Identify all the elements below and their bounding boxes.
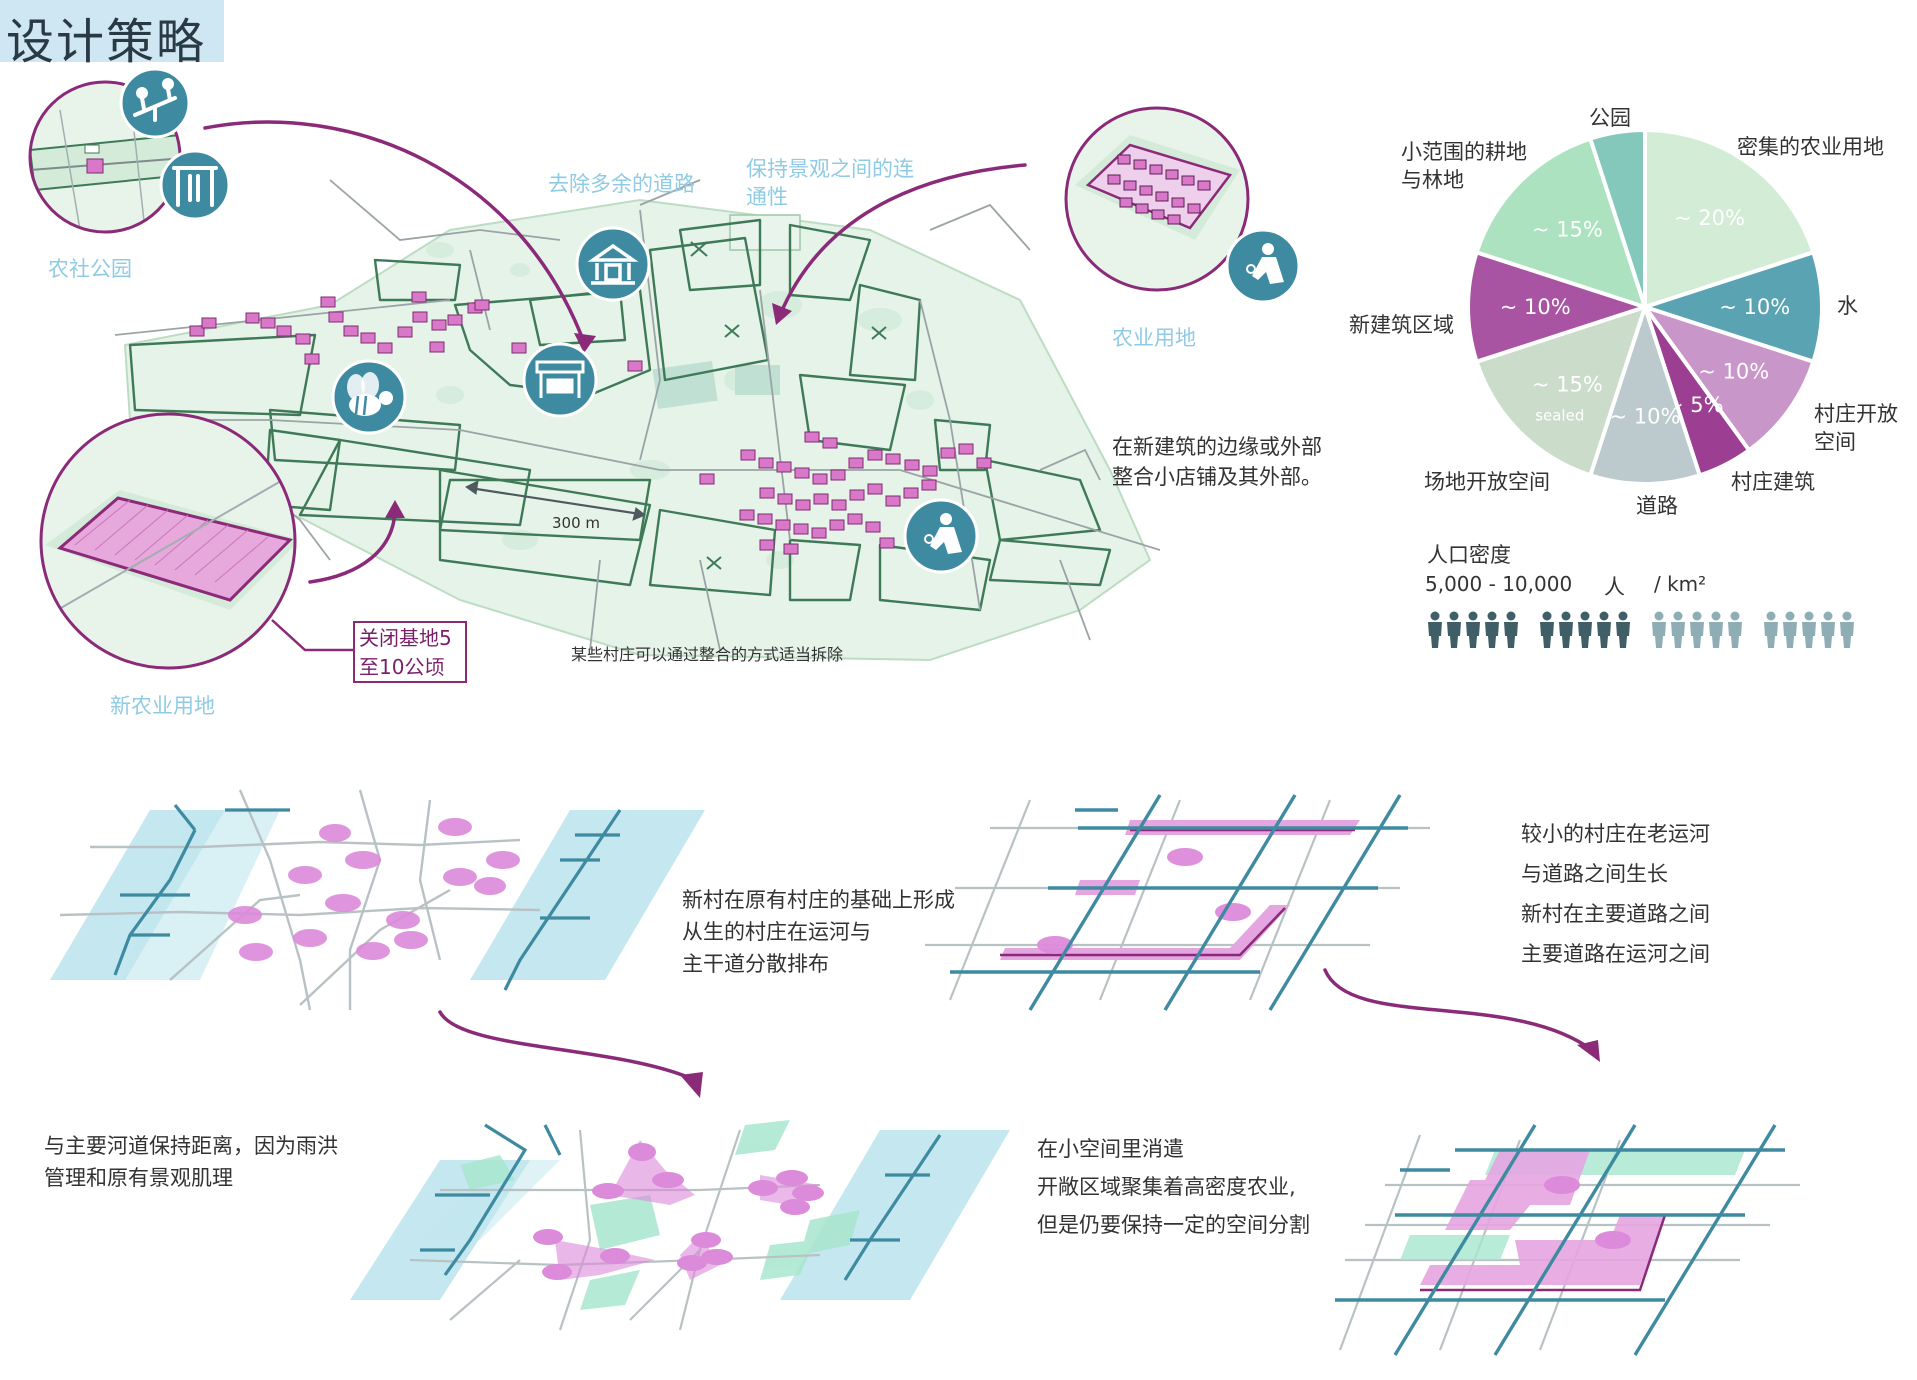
strategy-text-line: 主干道分散排布 bbox=[682, 952, 829, 976]
strategy-text-bottom-right: 在小空间里消遣 开敞区域聚集着高密度农业, 但是仍要保持一定的空间分割 bbox=[1037, 1130, 1310, 1244]
person-icon bbox=[1709, 611, 1723, 648]
new-farmland-zoom-circle bbox=[39, 412, 297, 670]
person-icon bbox=[1578, 611, 1592, 648]
pie-label-village-open-1: 村庄开放 bbox=[1814, 402, 1898, 426]
pie-label-new-bld: 新建筑区域 bbox=[1349, 313, 1454, 337]
label-connectivity-1: 保持景观之间的连 bbox=[746, 157, 914, 181]
pie-label-small-farm-1: 小范围的耕地 bbox=[1401, 140, 1527, 164]
close-base-note-line-2: 至10公顷 bbox=[359, 655, 445, 679]
person-icon bbox=[1821, 611, 1835, 648]
pie-slice-sublabel: sealed bbox=[1535, 407, 1584, 425]
strategy-text-line: 新村在主要道路之间 bbox=[1521, 902, 1710, 926]
person-icon bbox=[1783, 611, 1797, 648]
label-rural-park: 农社公园 bbox=[48, 257, 132, 281]
close-base-note: 关闭基地5 至10公顷 bbox=[353, 621, 467, 683]
person-icon bbox=[1559, 611, 1573, 648]
pie-slice-value: ~ 20% bbox=[1674, 206, 1745, 230]
strategy-text-top-left: 新村在原有村庄的基础上形成 从生的村庄在运河与 主干道分散排布 bbox=[682, 884, 955, 980]
strategy-text-line: 从生的村庄在运河与 bbox=[682, 920, 871, 944]
person-icon bbox=[1540, 611, 1554, 648]
person-icon bbox=[1428, 611, 1442, 648]
density-title: 人口密度 bbox=[1427, 543, 1511, 567]
close-base-note-line-1: 关闭基地5 bbox=[359, 626, 452, 650]
pie-slice-value: ~ 10% bbox=[1698, 360, 1769, 384]
person-icon bbox=[1504, 611, 1518, 648]
pie-label-roads: 道路 bbox=[1636, 494, 1678, 518]
person-icon bbox=[1840, 611, 1854, 648]
person-icon bbox=[1447, 611, 1461, 648]
pie-label-park: 公园 bbox=[1589, 106, 1631, 130]
population-density-figures bbox=[1428, 611, 1854, 648]
farmer-icon bbox=[1225, 228, 1301, 304]
person-icon bbox=[1690, 611, 1704, 648]
strategy-text-line: 与道路之间生长 bbox=[1521, 862, 1668, 886]
market-stall-icon bbox=[522, 342, 598, 418]
pie-slice bbox=[1466, 249, 1652, 365]
label-edge-shops-1: 在新建筑的边缘或外部 bbox=[1112, 435, 1322, 459]
diagram-clustered-villages bbox=[350, 1120, 1010, 1331]
person-icon bbox=[1485, 611, 1499, 648]
pie-slice-value: ~ 15% bbox=[1532, 217, 1603, 241]
title-background bbox=[0, 0, 224, 62]
label-new-farmland: 新农业用地 bbox=[110, 694, 215, 718]
strategy-arrows bbox=[438, 968, 1594, 1080]
strategy-text-line: 与主要河道保持距离，因为雨洪 bbox=[44, 1134, 338, 1158]
strategy-text-top-right: 较小的村庄在老运河 与道路之间生长 新村在主要道路之间 主要道路在运河之间 bbox=[1521, 814, 1710, 974]
pie-label-small-farm-2: 与林地 bbox=[1401, 168, 1464, 192]
pie-label-farm-dense: 密集的农业用地 bbox=[1737, 135, 1884, 159]
person-icon bbox=[1616, 611, 1630, 648]
pie-label-site-open: 场地开放空间 bbox=[1424, 470, 1550, 494]
page-title: 设计策略 bbox=[6, 14, 207, 70]
person-icon bbox=[1728, 611, 1742, 648]
label-scale: 300 m bbox=[552, 514, 601, 532]
playground-icon bbox=[119, 67, 191, 139]
strategy-text-line: 在小空间里消遣 bbox=[1037, 1137, 1184, 1161]
pie-slice-value: ~ 15% bbox=[1532, 373, 1603, 397]
pie-slice-value: ~ 10% bbox=[1610, 405, 1681, 429]
label-farmland: 农业用地 bbox=[1112, 326, 1196, 350]
bee-icon bbox=[331, 359, 407, 435]
strategy-text-bottom-left: 与主要河道保持距离，因为雨洪 管理和原有景观肌理 bbox=[44, 1130, 338, 1194]
strategy-text-line: 较小的村庄在老运河 bbox=[1521, 822, 1710, 846]
pie-label-village-open-2: 空间 bbox=[1814, 430, 1856, 454]
person-icon bbox=[1652, 611, 1666, 648]
person-icon bbox=[1671, 611, 1685, 648]
pie-slice bbox=[1587, 300, 1703, 486]
person-icon bbox=[1597, 611, 1611, 648]
pergola-icon bbox=[159, 149, 231, 221]
density-range: 5,000 - 10,000 bbox=[1425, 572, 1573, 596]
density-unit-person: 人 bbox=[1604, 575, 1625, 599]
person-icon bbox=[1764, 611, 1778, 648]
pie-slice bbox=[1638, 249, 1824, 365]
diagram-dense-agriculture bbox=[1335, 1124, 1800, 1356]
land-use-pie-chart: ~ 20%~ 10%~ 10%~ 5%~ 10%~ 15%sealed~ 10%… bbox=[1466, 127, 1824, 486]
museum-icon bbox=[575, 226, 651, 302]
person-icon bbox=[1802, 611, 1816, 648]
strategy-text-line: 但是仍要保持一定的空间分割 bbox=[1037, 1213, 1310, 1237]
strategy-text-line: 新村在原有村庄的基础上形成 bbox=[682, 888, 955, 912]
label-connectivity-2: 通性 bbox=[746, 185, 788, 209]
pie-slice bbox=[1639, 303, 1816, 453]
strategy-text-line: 管理和原有景观肌理 bbox=[44, 1166, 233, 1190]
label-demolish-note: 某些村庄可以通过整合的方式适当拆除 bbox=[571, 645, 844, 664]
farmland-zoom-circle bbox=[1064, 106, 1250, 292]
person-icon bbox=[1466, 611, 1480, 648]
pie-slice bbox=[1587, 127, 1647, 308]
label-remove-roads: 去除多余的道路 bbox=[548, 172, 695, 196]
pie-slice-value: ~ 10% bbox=[1500, 295, 1571, 319]
label-edge-shops-2: 整合小店铺及其外部。 bbox=[1112, 465, 1322, 489]
strategy-text-line: 主要道路在运河之间 bbox=[1521, 942, 1710, 966]
pie-label-water: 水 bbox=[1837, 294, 1858, 318]
farmer-icon bbox=[903, 498, 979, 574]
pie-label-village-bld: 村庄建筑 bbox=[1731, 470, 1815, 494]
diagram-canal-grid bbox=[925, 794, 1430, 1011]
strategy-text-line: 开敞区域聚集着高密度农业, bbox=[1037, 1175, 1296, 1199]
diagram-scattered-villages bbox=[50, 789, 705, 1011]
flow-arrows bbox=[203, 120, 1027, 584]
density-unit-area: / km² bbox=[1654, 572, 1707, 596]
pie-slice-value: ~ 10% bbox=[1719, 295, 1790, 319]
pie-slice bbox=[1643, 127, 1816, 310]
